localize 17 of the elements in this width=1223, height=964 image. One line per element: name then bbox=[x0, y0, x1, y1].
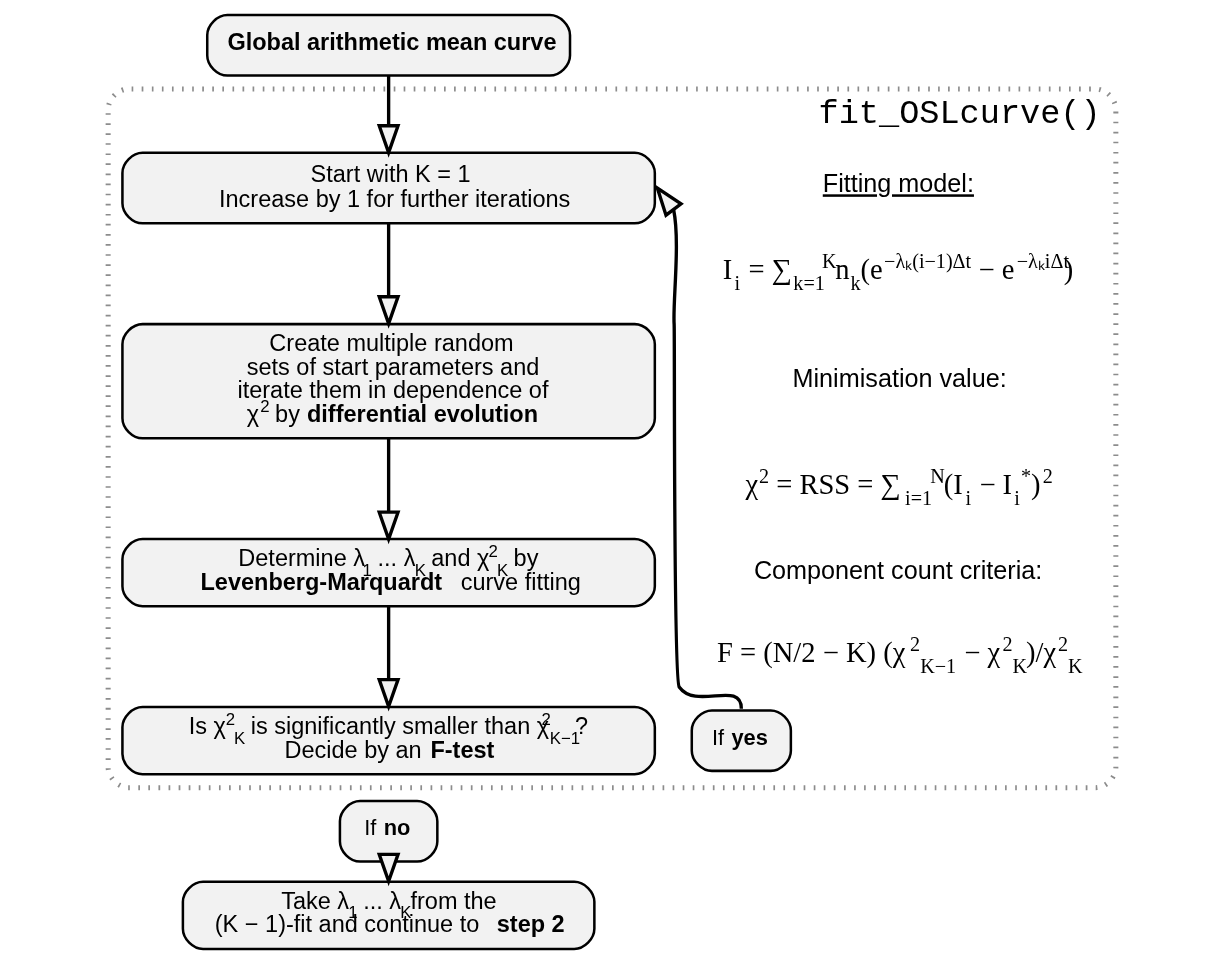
node-box: Take λ$_{1}$ ... λ$_{K}$from the (K − 1)-fit and continue to step 2 bbox=[181, 880, 596, 951]
node-box: Start with K = 1 Increase by 1 for further iterations bbox=[120, 151, 656, 225]
node-box: Determine λ$_{1}$ ... λ$_{K}$ and χ$^{2}$$_{K}$ by Levenberg-Marquardt curve fitting bbox=[120, 537, 656, 608]
node-box: If yes bbox=[690, 709, 792, 773]
node-box: Global arithmetic mean curve bbox=[205, 13, 571, 77]
arrow bbox=[376, 438, 400, 545]
label: Minimisation value: bbox=[792, 364, 1007, 393]
node-box: Create multiple random sets of start parameters and iterate them in dependence of χ$^{2}$ by differential evolution bbox=[120, 322, 656, 440]
label: χ$^{2}$ = RSS = ∑$_{i=1}$$^{N}$(I$_{i}$ − I$_{i}$$^{*}$)$^{2}$ bbox=[745, 464, 1053, 509]
label: Fitting model: bbox=[822, 169, 974, 198]
arrow bbox=[376, 606, 400, 712]
arrow bbox=[376, 75, 400, 158]
arrow bbox=[376, 223, 400, 329]
arrow bbox=[653, 184, 743, 709]
label: Component count criteria: bbox=[753, 555, 1042, 584]
label: I$_{i}$ = ∑$_{k=1}$$^{K}$n$_{k}$(e$^{−λₖ(i−1)Δt}$ − e$^{−λₖiΔt}$) bbox=[722, 249, 1073, 294]
arrow bbox=[376, 852, 400, 887]
